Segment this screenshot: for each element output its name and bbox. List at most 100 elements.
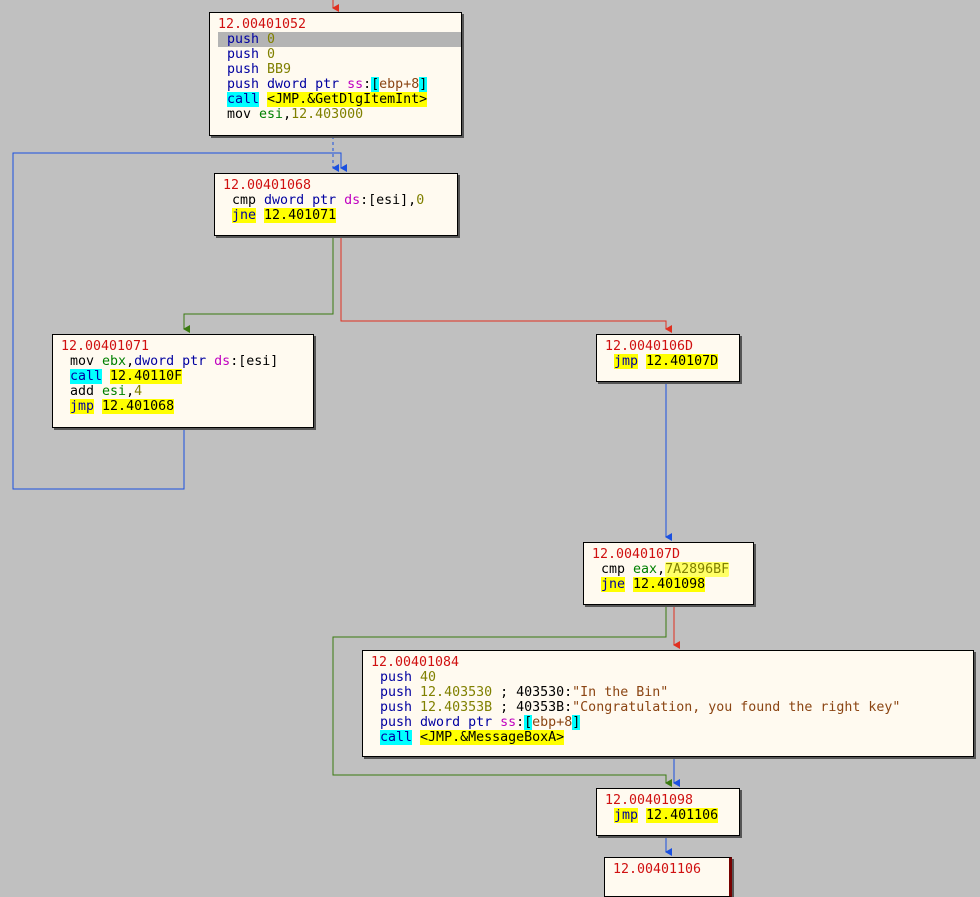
- instruction-line[interactable]: push 0: [218, 47, 461, 62]
- instruction-token: jmp: [70, 399, 95, 414]
- instruction-line[interactable]: push dword ptr ss:[ebp+8]: [218, 77, 461, 92]
- instruction-token: mov: [227, 107, 252, 122]
- instruction-token: [256, 193, 264, 208]
- instruction-token: :[esi]: [230, 354, 279, 369]
- instruction-token: ,: [657, 562, 666, 577]
- instruction-line[interactable]: mov esi,12.403000: [218, 107, 461, 122]
- instruction-token: ss: [347, 77, 364, 92]
- instruction-line[interactable]: push 12.403530 ; 403530:"In the Bin": [371, 685, 973, 700]
- instruction-token: jne: [601, 577, 626, 592]
- block-address: 12.00401084: [371, 655, 460, 670]
- instruction-token: ; 403530:: [492, 685, 573, 700]
- instruction-token: 12.40353B: [420, 700, 493, 715]
- instruction-token: ,: [126, 354, 135, 369]
- instruction-token: [336, 193, 344, 208]
- instruction-token: [638, 808, 646, 823]
- instruction-token: ,: [283, 107, 292, 122]
- instruction-token: call: [380, 730, 413, 745]
- instruction-token: [206, 354, 214, 369]
- instruction-token: push: [227, 77, 260, 92]
- instruction-token: dword ptr: [267, 77, 340, 92]
- instruction-token: ]: [419, 77, 428, 92]
- instruction-token: ebp+8: [532, 715, 573, 730]
- instruction-token: [259, 77, 267, 92]
- instruction-line[interactable]: jne 12.401071: [223, 208, 457, 223]
- instruction-token: [625, 577, 633, 592]
- instruction-line[interactable]: call <JMP.&MessageBoxA>: [371, 730, 973, 745]
- instruction-token: ss: [500, 715, 517, 730]
- instruction-line[interactable]: cmp eax,7A2896BF: [592, 562, 753, 577]
- instruction-token: jmp: [614, 354, 639, 369]
- instruction-token: [259, 62, 267, 77]
- instruction-token: 4: [134, 384, 143, 399]
- instruction-token: jne: [232, 208, 257, 223]
- instruction-token: 12.40107D: [646, 354, 719, 369]
- instruction-token: [412, 700, 420, 715]
- instruction-token: dword ptr: [134, 354, 207, 369]
- instruction-token: 12.40110F: [110, 369, 183, 384]
- instruction-token: [492, 715, 500, 730]
- instruction-token: :: [516, 715, 525, 730]
- instruction-line[interactable]: call <JMP.&GetDlgItemInt>: [218, 92, 461, 107]
- edge-107d-1098: [332, 605, 672, 787]
- instruction-line[interactable]: jmp 12.401106: [605, 808, 739, 823]
- instruction-line[interactable]: cmp dword ptr ds:[esi],0: [223, 193, 457, 208]
- instruction-token: 7A2896BF: [665, 562, 730, 577]
- block-address: 12.00401106: [613, 862, 702, 877]
- instruction-token: "Congratulation, you found the right key…: [572, 700, 901, 715]
- instruction-line[interactable]: push 12.40353B ; 40353B:"Congratulation,…: [371, 700, 973, 715]
- instruction-token: ,: [126, 384, 135, 399]
- instruction-line[interactable]: add esi,4: [61, 384, 313, 399]
- instruction-token: [339, 77, 347, 92]
- instruction-token: [: [371, 77, 380, 92]
- instruction-token: ; 40353B:: [492, 700, 573, 715]
- block-address: 12.00401098: [605, 793, 694, 808]
- instruction-token: push: [227, 47, 260, 62]
- instruction-token: 12.401106: [646, 808, 719, 823]
- instruction-token: [259, 47, 267, 62]
- instruction-token: ebx: [102, 354, 127, 369]
- instruction-token: push: [380, 700, 413, 715]
- instruction-token: 12.401098: [633, 577, 706, 592]
- instruction-token: [94, 384, 102, 399]
- instruction-token: call: [227, 92, 260, 107]
- instruction-token: :[esi],: [360, 193, 417, 208]
- instruction-token: 0: [267, 47, 276, 62]
- instruction-line[interactable]: jmp 12.40107D: [605, 354, 739, 369]
- instruction-token: push: [227, 32, 260, 47]
- instruction-token: [94, 399, 102, 414]
- instruction-token: jmp: [614, 808, 639, 823]
- instruction-token: [638, 354, 646, 369]
- instruction-token: <JMP.&MessageBoxA>: [420, 730, 565, 745]
- instruction-line[interactable]: call 12.40110F: [61, 369, 313, 384]
- instruction-line[interactable]: jmp 12.401068: [61, 399, 313, 414]
- instruction-token: [412, 730, 420, 745]
- instruction-token: ds: [214, 354, 231, 369]
- instruction-line[interactable]: jne 12.401098: [592, 577, 753, 592]
- instruction-token: [625, 562, 633, 577]
- instruction-line[interactable]: push BB9: [218, 62, 461, 77]
- block-00401106[interactable]: 12.00401106: [604, 857, 732, 897]
- instruction-line[interactable]: push 0: [218, 32, 461, 47]
- instruction-token: dword ptr: [264, 193, 337, 208]
- instruction-token: :: [363, 77, 372, 92]
- instruction-line[interactable]: mov ebx,dword ptr ds:[esi]: [61, 354, 313, 369]
- instruction-token: push: [380, 670, 413, 685]
- instruction-token: "In the Bin": [572, 685, 669, 700]
- instruction-token: eax: [633, 562, 658, 577]
- instruction-token: <JMP.&GetDlgItemInt>: [267, 92, 428, 107]
- instruction-token: 12.403530: [420, 685, 493, 700]
- instruction-token: push: [380, 685, 413, 700]
- instruction-token: cmp: [232, 193, 257, 208]
- instruction-token: cmp: [601, 562, 626, 577]
- block-address: 12.0040106D: [605, 339, 694, 354]
- instruction-line[interactable]: push dword ptr ss:[ebp+8]: [371, 715, 973, 730]
- instruction-line[interactable]: push 40: [371, 670, 973, 685]
